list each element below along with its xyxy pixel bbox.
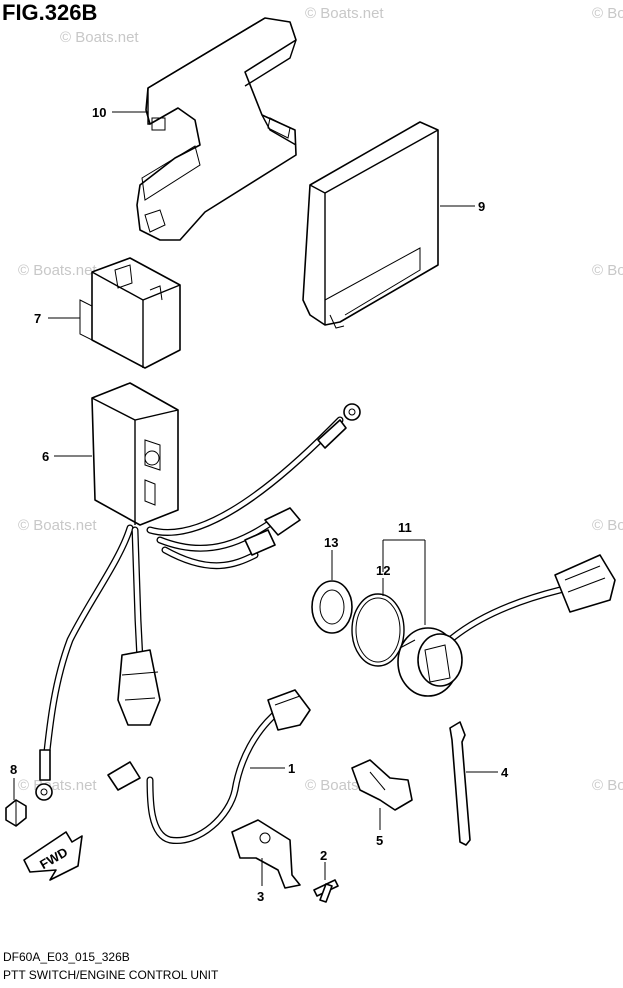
callout-11: 11: [398, 520, 412, 535]
callout-7: 7: [34, 311, 41, 326]
callout-1: 1: [288, 761, 295, 776]
leader-lines: [13, 111, 498, 886]
watermark-text: © Boats.net: [592, 262, 623, 279]
watermark-text: © Boats.net: [18, 262, 97, 279]
part-3-bracket: [231, 819, 301, 889]
fwd-arrow: FWD: [23, 831, 83, 881]
figure-code: DF60A_E03_015_326B: [3, 950, 130, 964]
part-7-relay: [79, 257, 181, 369]
watermark-text: © Boats.net: [18, 777, 97, 794]
callout-3: 3: [257, 889, 264, 904]
watermark-text: © Boats.net: [305, 5, 384, 22]
callout-13: 13: [324, 535, 338, 550]
part-11-ptt-switch: [397, 554, 616, 697]
part-1-sub-harness: [107, 689, 311, 844]
watermark-text: © Boats.net: [60, 29, 139, 46]
callout-12: 12: [376, 563, 390, 578]
callout-5: 5: [376, 833, 383, 848]
wire-harness: [35, 403, 361, 801]
callout-9: 9: [478, 199, 485, 214]
part-13-ring-nut: [311, 580, 353, 634]
watermark-text: © Boats.net: [592, 777, 623, 794]
part-9-engine-control-unit: [302, 121, 439, 329]
part-10-holder: [136, 17, 297, 241]
part-6-ignition-module: [91, 382, 179, 526]
callout-10: 10: [92, 105, 106, 120]
callout-numbers: 10 9 7 6 11 13 12 1 4 5 2 3 8: [10, 105, 509, 904]
part-12-o-ring: [351, 593, 405, 667]
callout-4: 4: [501, 765, 509, 780]
part-8-bolt: [5, 799, 27, 827]
figure-caption: PTT SWITCH/ENGINE CONTROL UNIT: [3, 968, 219, 982]
part-4-cable-tie: [449, 721, 471, 846]
callout-2: 2: [320, 848, 327, 863]
part-5-clamp: [351, 759, 413, 811]
watermark-text: © Boats.net: [592, 517, 623, 534]
watermark-text: © Boats.net: [592, 5, 623, 22]
callout-6: 6: [42, 449, 49, 464]
figure-title: FIG.326B: [2, 0, 98, 25]
part-2-bolt: [313, 879, 339, 903]
watermark-text: © Boats.net: [18, 517, 97, 534]
callout-8: 8: [10, 762, 17, 777]
